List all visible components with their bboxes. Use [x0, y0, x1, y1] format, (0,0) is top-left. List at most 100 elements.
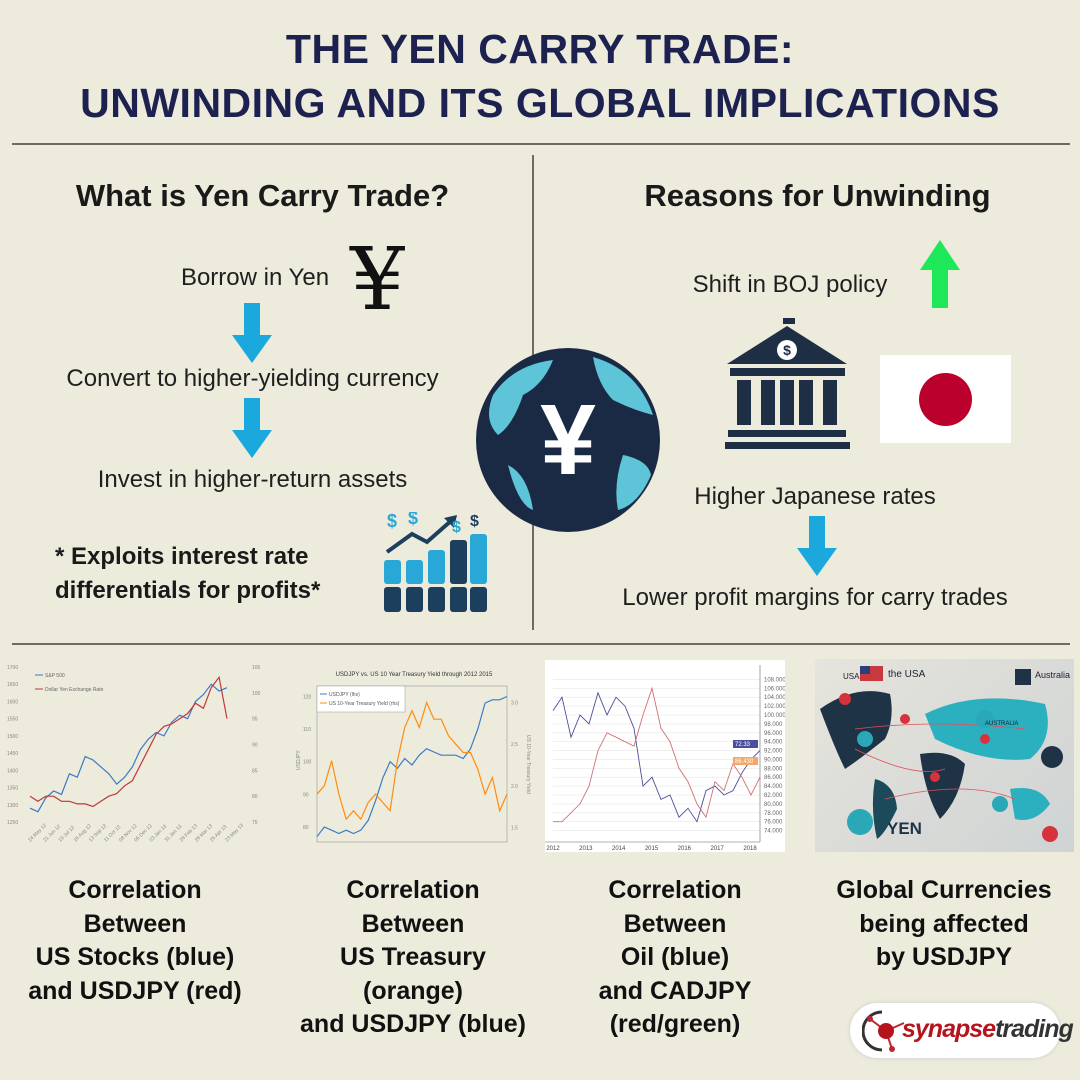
y-tick-left: 110	[303, 727, 311, 733]
y-tick: 106.000	[764, 686, 785, 692]
legend-label: USDJPY (lhs)	[329, 692, 360, 698]
x-tick: 2014	[612, 846, 626, 852]
y-tick-right: 75	[252, 820, 258, 826]
caption-line: Between	[83, 909, 187, 938]
legend-box	[316, 685, 406, 713]
caption-line: Correlation	[68, 876, 202, 904]
y-tick: 86.000	[764, 775, 783, 781]
y-tick: 98.000	[764, 722, 783, 728]
y-tick-left: 120	[303, 695, 312, 701]
globe-yen-icon	[476, 348, 660, 532]
step-borrow: Borrow in Yen	[180, 264, 330, 291]
caption-line: and USDJPY (red)	[28, 976, 242, 1005]
caption-line: Global Currencies	[836, 876, 1052, 904]
y-tick: 88.000	[764, 766, 783, 772]
y-tick-left: 1650	[7, 682, 18, 688]
y-label-right: US 10-Year Treasury Yield	[525, 735, 531, 794]
money-growth-icon: $$ $$	[384, 512, 487, 612]
svg-text:$: $	[387, 512, 397, 531]
y-tick-left: 1450	[7, 751, 18, 757]
y-tick-left: 100	[303, 760, 312, 766]
note-line-1: * Exploits interest rate	[55, 543, 309, 570]
x-tick: 2013	[579, 846, 593, 852]
y-tick: 84.000	[764, 784, 783, 790]
map-label-asia: AUSTRALIA	[985, 721, 1019, 727]
x-tick: 2012	[546, 846, 560, 852]
chart-oil-cadjpy: 74.00076.00078.00080.00082.00084.00086.0…	[545, 660, 785, 852]
caption-line: Correlation	[346, 876, 480, 904]
chart-stocks-usdjpy: 1250130013501400145015001550160016501700…	[7, 665, 261, 843]
step-invest: Invest in higher-return assets	[97, 466, 408, 493]
y-tick-left: 1500	[7, 734, 18, 740]
arrow-down-icon	[797, 516, 837, 576]
map-label-australia: Australia	[1035, 670, 1071, 680]
y-tick: 80.000	[764, 802, 783, 808]
y-tick: 104.000	[764, 695, 785, 701]
x-tick: 2016	[678, 846, 692, 852]
y-tick-left: 1550	[7, 717, 18, 723]
reason-higher-rates: Higher Japanese rates	[694, 483, 936, 510]
y-tick: 82.000	[764, 793, 783, 799]
series-line-1	[553, 686, 761, 823]
map-label-the-usa: the USA	[888, 669, 926, 680]
price-label: 86.430	[735, 759, 754, 765]
chart-treasury-usdjpy: USDJPY vs. US 10 Year Treasury Yield thr…	[296, 672, 531, 843]
series-line-1	[29, 675, 228, 808]
note-line-2: differentials for profits*	[55, 577, 321, 604]
right-heading: Reasons for Unwinding	[644, 178, 991, 213]
price-tag	[733, 740, 758, 748]
world-map-currencies: USA the USA Australia AUSTRALIA YEN	[815, 659, 1074, 852]
y-tick: 78.000	[764, 811, 783, 817]
y-tick: 108.000	[764, 677, 785, 683]
price-tag	[733, 757, 758, 765]
synapsetrading-logo: synapsetrading	[850, 1003, 1074, 1058]
x-tick: 2017	[710, 846, 724, 852]
caption-line: Correlation	[608, 876, 742, 904]
legend-label: S&P 500	[45, 673, 65, 679]
divider-top	[12, 143, 1070, 145]
legend-label: Dollar Yen Exchange Rate	[45, 687, 104, 693]
series-line-1	[316, 700, 508, 821]
step-convert: Convert to higher-yielding currency	[66, 365, 439, 392]
map-label-usa: USA	[843, 672, 860, 681]
caption-line: (red/green)	[609, 1010, 741, 1038]
logo-text-synapse: synapse	[902, 1015, 996, 1043]
map-label-yen: YEN	[887, 819, 922, 838]
caption-line: being affected	[859, 909, 1029, 938]
left-heading: What is Yen Carry Trade?	[75, 178, 450, 213]
y-tick-left: 1300	[7, 803, 18, 809]
logo-text-trading: trading	[995, 1015, 1074, 1043]
yen-icon: ¥	[350, 230, 405, 330]
y-tick: 102.000	[764, 704, 785, 710]
bank-icon: $	[725, 318, 850, 449]
svg-text:$: $	[408, 512, 418, 528]
series-line-0	[316, 695, 508, 838]
y-tick-right: 2.5	[511, 742, 518, 748]
x-tick: 2018	[743, 846, 757, 852]
y-tick-right: 80	[252, 794, 258, 800]
arrow-up-icon	[920, 240, 960, 308]
synapse-logo-icon	[862, 1010, 905, 1052]
reason-boj-policy: Shift in BOJ policy	[692, 271, 888, 298]
caption-line: and USDJPY (blue)	[300, 1010, 526, 1038]
title-line-1: THE YEN CARRY TRADE:	[285, 26, 795, 72]
legend-label: US 10-Year Treasury Yield (rhs)	[329, 701, 400, 707]
y-label-left: USDJPY	[296, 750, 302, 770]
result-lower-margins: Lower profit margins for carry trades	[622, 584, 1008, 611]
y-tick-left: 1700	[7, 665, 18, 671]
series-line-0	[29, 683, 228, 813]
svg-text:$: $	[470, 513, 479, 530]
arrow-down-icon	[232, 303, 272, 363]
caption-line: US Treasury	[340, 943, 486, 971]
chart-title: USDJPY vs. US 10 Year Treasury Yield thr…	[336, 672, 493, 678]
caption-line: Between	[361, 909, 465, 938]
y-tick-left: 1350	[7, 786, 18, 792]
caption-line: by USDJPY	[875, 943, 1013, 971]
y-tick: 96.000	[764, 731, 783, 737]
y-tick-left: 90	[303, 792, 309, 798]
plot-frame	[316, 685, 508, 843]
y-tick-right: 100	[252, 691, 261, 697]
y-tick-right: 105	[252, 665, 261, 671]
